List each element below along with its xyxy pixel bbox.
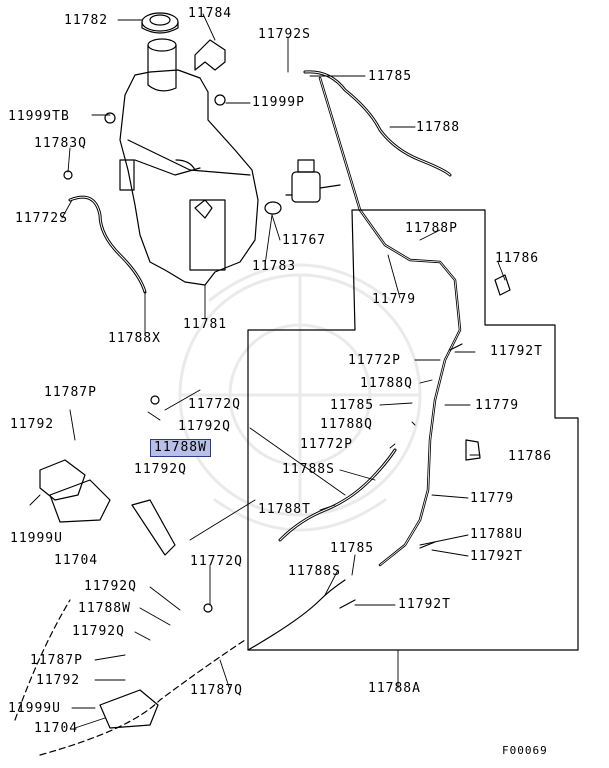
label-11792-b: 11792 — [36, 673, 81, 688]
label-11786-mid: 11786 — [508, 449, 553, 464]
label-11788q-b: 11788Q — [320, 417, 373, 432]
label-11999u-b: 11999U — [8, 701, 61, 716]
label-11792s: 11792S — [258, 27, 311, 42]
label-11772q-b: 11772Q — [190, 554, 243, 569]
bracket-11704-bottom — [99, 689, 159, 729]
label-11788s-a: 11788S — [282, 462, 335, 477]
label-11792-top: 11792 — [10, 417, 55, 432]
label-11772p-b: 11772P — [300, 437, 353, 452]
label-11783q: 11783Q — [34, 136, 87, 151]
label-11788w-b: 11788W — [78, 601, 131, 616]
label-11792t-c: 11792T — [398, 597, 451, 612]
filler-cap — [141, 12, 179, 34]
label-11788w-highlighted[interactable]: 11788W — [150, 439, 211, 457]
bracket-11784 — [194, 39, 226, 71]
label-11999tb: 11999TB — [8, 109, 70, 124]
label-11785-low: 11785 — [330, 541, 375, 556]
label-11792t-a: 11792T — [490, 344, 543, 359]
label-11784: 11784 — [188, 6, 233, 21]
watermark-emblem — [178, 263, 422, 532]
label-11792q-d: 11792Q — [72, 624, 125, 639]
washer-pump — [264, 159, 341, 215]
label-11783: 11783 — [252, 259, 297, 274]
label-11779-mid: 11779 — [475, 398, 520, 413]
label-11787p-b: 11787P — [30, 653, 83, 668]
label-11704-b: 11704 — [34, 721, 79, 736]
label-11788p: 11788P — [405, 221, 458, 236]
label-11788a: 11788A — [368, 681, 421, 696]
label-11788t: 11788T — [258, 502, 311, 517]
label-11792t-b: 11792T — [470, 549, 523, 564]
drawing-code: F00069 — [502, 744, 548, 757]
label-11788s-b: 11788S — [288, 564, 341, 579]
label-11785-mid: 11785 — [330, 398, 375, 413]
label-11788u: 11788U — [470, 527, 523, 542]
label-11779-top: 11779 — [372, 292, 417, 307]
bracket-11704-top — [39, 459, 86, 501]
label-11788q-a: 11788Q — [360, 376, 413, 391]
label-11792q-a: 11792Q — [178, 419, 231, 434]
washer-tank — [119, 38, 259, 286]
label-11772p-a: 11772P — [348, 353, 401, 368]
label-11792q-c: 11792Q — [84, 579, 137, 594]
label-11786-top: 11786 — [495, 251, 540, 266]
label-11792q-b: 11792Q — [134, 462, 187, 477]
label-11999p: 11999P — [252, 95, 305, 110]
label-11785-top: 11785 — [368, 69, 413, 84]
hose-11788x — [68, 195, 147, 294]
label-11788x: 11788X — [108, 331, 161, 346]
label-11781: 11781 — [183, 317, 228, 332]
label-11772s: 11772S — [15, 211, 68, 226]
label-11704-a: 11704 — [54, 553, 99, 568]
assembly-boundary — [247, 209, 579, 651]
label-11782: 11782 — [64, 13, 109, 28]
label-11788-top: 11788 — [416, 120, 461, 135]
label-11779-low: 11779 — [470, 491, 515, 506]
label-11999u-a: 11999U — [10, 531, 63, 546]
label-11787q: 11787Q — [190, 683, 243, 698]
label-11772q-top: 11772Q — [188, 397, 241, 412]
label-11787p-top: 11787P — [44, 385, 97, 400]
label-11767: 11767 — [282, 233, 327, 248]
mount-strip — [131, 499, 176, 556]
